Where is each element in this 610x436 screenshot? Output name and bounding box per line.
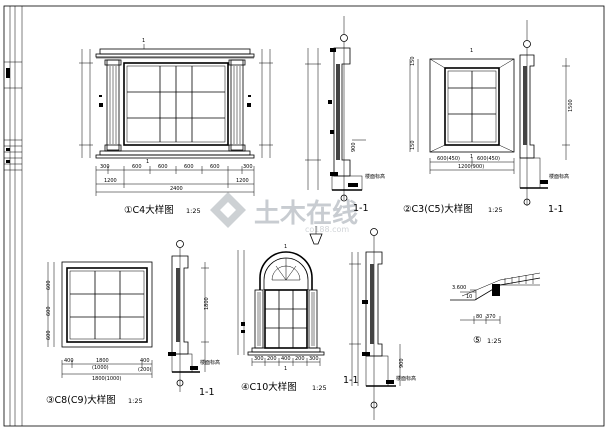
svg-text:600: 600	[210, 164, 220, 170]
svg-text:楼面标高: 楼面标高	[200, 359, 220, 366]
svg-text:370: 370	[486, 314, 496, 320]
c8-outer-frame	[61, 261, 153, 348]
svg-text:900: 900	[399, 358, 405, 368]
sheet-border	[3, 5, 605, 427]
svg-text:600: 600	[132, 164, 142, 170]
svg-text:150: 150	[410, 140, 416, 150]
svg-text:1200(900): 1200(900)	[458, 164, 484, 170]
svg-text:1800: 1800	[204, 297, 210, 310]
c3-title-text: ②C3(C5)大样图	[403, 203, 473, 215]
watermark-sub-text: co188.com	[305, 225, 349, 234]
c10-title: ④C10大样图 1:25	[241, 381, 327, 393]
watermark-main-text: 土木在线	[254, 199, 358, 229]
left-title-strip	[4, 6, 23, 426]
svg-text:600(450): 600(450)	[477, 156, 500, 162]
c4-elevation: 300 600 600 600 600 300 1200 2400 1200 1…	[79, 38, 273, 196]
svg-text:300: 300	[243, 164, 253, 170]
c4-section-mark: 1-1	[353, 203, 369, 214]
svg-text:1: 1	[284, 366, 287, 372]
detail-5: 3.600 10 80 370	[450, 272, 541, 324]
c4-scale-text: 1:25	[186, 207, 201, 215]
c8-window-frame	[66, 267, 148, 343]
c4-section: 900 楼面标高 1-1	[305, 16, 385, 214]
c3-window-frame	[444, 67, 500, 146]
watermark-logo-icon	[210, 192, 246, 228]
svg-text:1: 1	[146, 159, 149, 165]
svg-text:1: 1	[284, 244, 287, 250]
svg-text:1500: 1500	[568, 99, 574, 112]
c8-title-text: ③C8(C9)大样图	[46, 394, 116, 406]
svg-text:1: 1	[470, 154, 473, 160]
c4-window-frame	[123, 62, 229, 146]
detail-5-title: ⑤ 1:25	[473, 335, 502, 346]
svg-text:1800(1000): 1800(1000)	[92, 376, 121, 382]
svg-text:300: 300	[100, 164, 110, 170]
svg-text:80: 80	[476, 314, 482, 320]
svg-text:3.600: 3.600	[452, 285, 466, 291]
c10-section-mark: 1-1	[343, 375, 359, 386]
svg-text:600: 600	[184, 164, 194, 170]
svg-text:1: 1	[142, 38, 145, 44]
c3-elevation: 600(450) 600(450) 1200(900) 150 150 1 1	[409, 48, 515, 174]
svg-text:(200): (200)	[138, 367, 151, 373]
c3-outer-frame	[429, 58, 515, 153]
svg-text:200: 200	[295, 356, 305, 362]
svg-text:1800: 1800	[96, 358, 109, 364]
c3-section-mark: 1-1	[548, 204, 564, 215]
c10-title-text: ④C10大样图	[241, 381, 297, 393]
svg-text:600: 600	[46, 330, 52, 340]
svg-text:1200: 1200	[104, 178, 117, 184]
c10-scale-text: 1:25	[312, 384, 327, 392]
svg-text:400: 400	[140, 358, 150, 364]
svg-text:300: 300	[254, 356, 264, 362]
svg-text:600: 600	[46, 306, 52, 316]
c8-scale-text: 1:25	[128, 397, 143, 405]
c3-title: ②C3(C5)大样图 1:25	[403, 203, 503, 215]
c4-title: ①C4大样图 1:25	[124, 204, 201, 216]
svg-text:600: 600	[158, 164, 168, 170]
svg-text:400: 400	[64, 358, 74, 364]
svg-text:10: 10	[466, 294, 472, 300]
detail-5-scale-text: 1:25	[487, 337, 502, 345]
svg-text:1: 1	[470, 48, 473, 54]
c8-section: 1800 楼面标高 1-1	[168, 240, 220, 398]
c8-title: ③C8(C9)大样图 1:25	[46, 394, 143, 406]
svg-text:楼面标高: 楼面标高	[365, 173, 385, 180]
svg-text:2400: 2400	[170, 186, 183, 192]
svg-text:楼面标高: 楼面标高	[396, 375, 416, 382]
svg-text:150: 150	[410, 56, 416, 66]
svg-text:900: 900	[351, 142, 357, 152]
c3-scale-text: 1:25	[488, 206, 503, 214]
svg-text:楼面标高: 楼面标高	[549, 173, 569, 180]
watermark: 土木在线 co188.com	[210, 192, 358, 234]
svg-text:400: 400	[281, 356, 291, 362]
c10-elevation: 300 200 400 200 300 1 1	[237, 226, 325, 372]
svg-text:1200: 1200	[236, 178, 249, 184]
svg-text:600: 600	[46, 280, 52, 290]
detail-5-title-text: ⑤	[473, 335, 482, 346]
svg-text:(1000): (1000)	[92, 365, 109, 371]
svg-text:300: 300	[309, 356, 319, 362]
svg-text:600(450): 600(450)	[437, 156, 460, 162]
svg-text:200: 200	[267, 356, 277, 362]
c8-elevation: 400 1800 400 (1000) (200) 1800(1000) 600…	[46, 261, 153, 382]
c10-section: 900 楼面标高 1-1	[343, 228, 416, 420]
c3-section: 1500 楼面标高 1-1	[519, 20, 574, 215]
c8-section-mark: 1-1	[199, 387, 215, 398]
c4-title-text: ①C4大样图	[124, 204, 174, 216]
